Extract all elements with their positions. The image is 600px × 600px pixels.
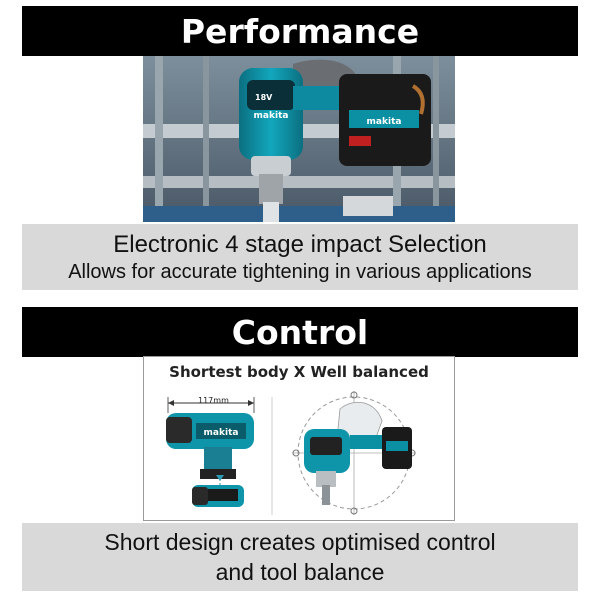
performance-heading-text: Performance <box>180 11 420 51</box>
dimension-label: 117mm <box>198 396 229 405</box>
impact-driver-photo-illustration: makita 18V makita <box>143 56 455 222</box>
control-heading: Control <box>22 307 578 357</box>
performance-photo: makita 18V makita <box>143 56 455 222</box>
battery-logo-text: makita <box>367 117 402 127</box>
photo-badge-text: 18V <box>255 93 273 102</box>
performance-caption-line2: Allows for accurate tightening in variou… <box>68 260 532 283</box>
performance-heading: Performance <box>22 6 578 56</box>
performance-caption: Electronic 4 stage impact Selection Allo… <box>22 224 578 290</box>
control-caption: Short design creates optimised control a… <box>22 523 578 591</box>
control-caption-line1: Short design creates optimised control <box>104 529 496 555</box>
control-heading-text: Control <box>231 312 369 352</box>
control-panel-illustration: makita <box>166 391 416 515</box>
brand-logo-text: makita <box>254 111 289 121</box>
control-caption-line2: and tool balance <box>215 559 385 585</box>
panel-title: Shortest body X Well balanced <box>169 363 429 381</box>
performance-caption-line1: Electronic 4 stage impact Selection <box>113 230 487 258</box>
control-panel: Shortest body X Well balanced 117mm maki… <box>143 356 455 521</box>
side-view-logo-text: makita <box>204 428 239 438</box>
